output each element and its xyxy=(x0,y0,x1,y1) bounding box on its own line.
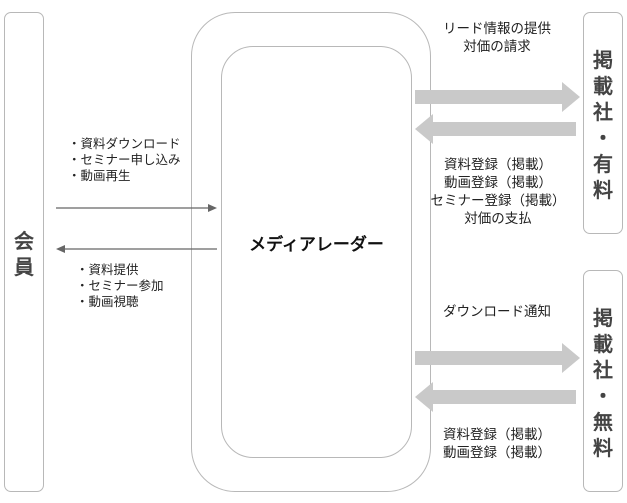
arrow-free-to-center xyxy=(415,382,576,412)
member-char: 会 xyxy=(14,229,34,253)
member-char: 員 xyxy=(14,255,34,279)
list-item: 動画視聴 xyxy=(76,294,164,310)
list-item: 資料ダウンロード xyxy=(68,136,181,152)
free-char: 無 xyxy=(593,410,613,434)
paid-char: 社 xyxy=(593,100,613,124)
text-line: 対価の支払 xyxy=(464,211,532,227)
list-item: 資料提供 xyxy=(76,262,164,278)
free-char: 社 xyxy=(593,358,613,382)
text-line: ダウンロード通知 xyxy=(443,304,551,320)
free-char: 料 xyxy=(593,436,613,460)
paid-char: 料 xyxy=(593,178,613,202)
arrow-center-to-free xyxy=(415,343,580,373)
text-line: 動画登録（掲載） xyxy=(443,445,551,461)
paid-char: 有 xyxy=(593,152,613,176)
text-line: 対価の請求 xyxy=(463,39,531,55)
text-line: リード情報の提供 xyxy=(443,21,551,37)
free-publisher-box: 掲 載 社 ・ 無 料 xyxy=(583,270,623,492)
text-line: 資料登録（掲載） xyxy=(444,157,552,173)
arrow-center-to-paid xyxy=(415,82,580,112)
paid-publisher-box: 掲 載 社 ・ 有 料 xyxy=(583,12,623,234)
text-line: セミナー登録（掲載） xyxy=(430,193,566,209)
arrow-paid-to-center xyxy=(415,114,576,144)
paid-top-text: リード情報の提供 対価の請求 xyxy=(422,20,572,56)
member-label: 会 員 xyxy=(5,228,43,280)
free-char: 載 xyxy=(593,332,613,356)
platform-name: メディアレーダー xyxy=(249,235,384,255)
arrow-center-to-member xyxy=(56,245,217,253)
paid-char: 載 xyxy=(593,74,613,98)
free-bottom-text: 資料登録（掲載） 動画登録（掲載） xyxy=(422,426,572,462)
member-box: 会 員 xyxy=(4,12,44,492)
list-item: セミナー申し込み xyxy=(68,152,181,168)
platform-inner-frame xyxy=(221,46,412,458)
text-line: 動画登録（掲載） xyxy=(444,175,552,191)
free-top-text: ダウンロード通知 xyxy=(422,303,572,321)
member-actions-list: 資料ダウンロード セミナー申し込み 動画再生 xyxy=(68,136,181,184)
platform-outer-frame xyxy=(191,12,431,492)
text-line: 資料登録（掲載） xyxy=(443,427,551,443)
free-char: ・ xyxy=(593,384,613,408)
paid-publisher-label: 掲 載 社 ・ 有 料 xyxy=(584,47,622,203)
member-benefits-list: 資料提供 セミナー参加 動画視聴 xyxy=(76,262,164,310)
list-item: セミナー参加 xyxy=(76,278,164,294)
free-char: 掲 xyxy=(593,306,613,330)
paid-char: 掲 xyxy=(593,48,613,72)
paid-char: ・ xyxy=(593,126,613,150)
paid-bottom-text: 資料登録（掲載） 動画登録（掲載） セミナー登録（掲載） 対価の支払 xyxy=(415,156,581,228)
list-item: 動画再生 xyxy=(68,168,181,184)
arrow-member-to-center xyxy=(56,204,217,212)
free-publisher-label: 掲 載 社 ・ 無 料 xyxy=(584,305,622,461)
